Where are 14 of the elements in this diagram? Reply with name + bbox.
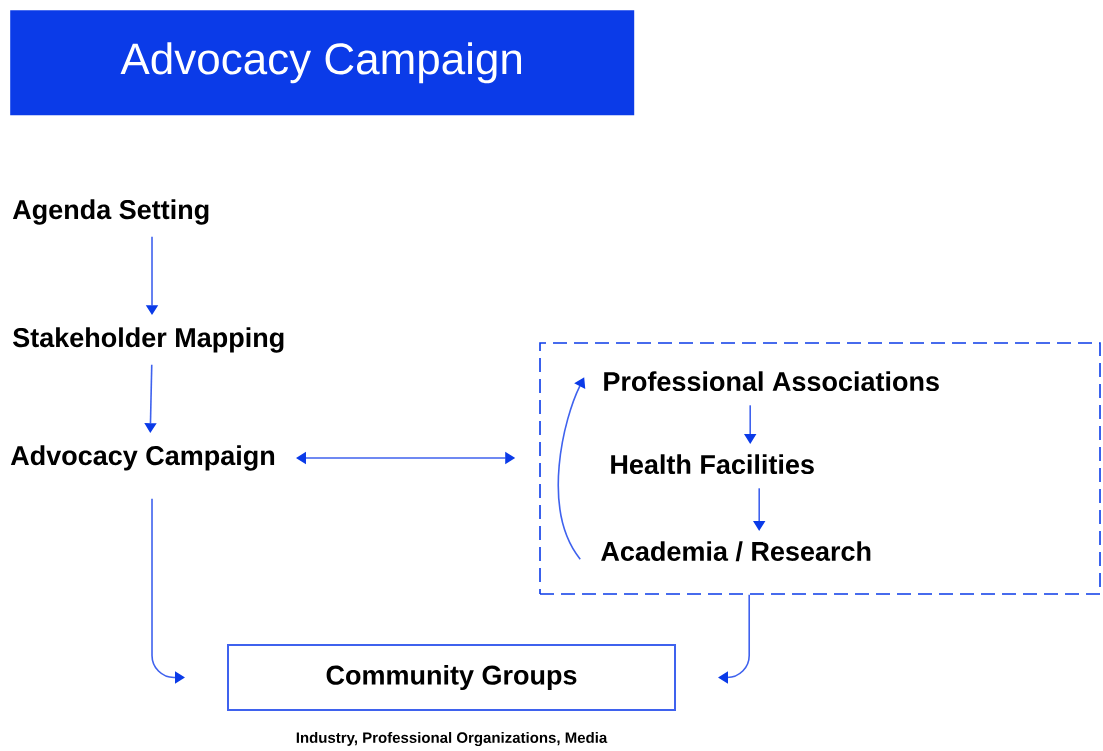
step-label: Professional Associations: [604, 371, 939, 392]
arrow: [151, 498, 185, 684]
process-box: Community Groups: [227, 644, 676, 711]
node-label: Industry, Professional Organizations, Media: [296, 731, 608, 746]
step-label: Academia / Research: [601, 541, 871, 562]
step-label: Stakeholder Mapping: [13, 327, 284, 353]
arrow: [753, 487, 766, 531]
dashed-group-box: [539, 342, 1101, 595]
step-label: Health Facilities: [611, 454, 814, 475]
title-banner: Advocacy Campaign: [10, 10, 635, 116]
arrow: [718, 594, 750, 684]
step-label: Agenda Setting: [12, 199, 209, 225]
arrow: [557, 377, 586, 560]
step-label: Advocacy Campaign: [10, 445, 275, 471]
